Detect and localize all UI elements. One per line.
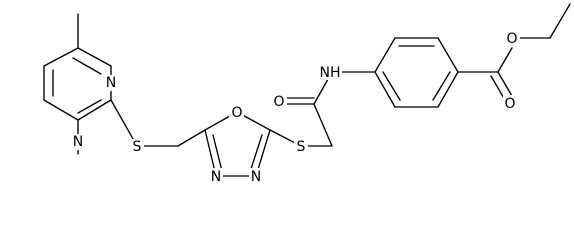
bond bbox=[177, 129, 206, 147]
sulfur-atom-label: S bbox=[133, 139, 142, 155]
atom-label-layer: S N N O N N S O NH O O bbox=[71, 30, 520, 185]
bond bbox=[43, 99, 79, 121]
oxadiazole-nitrogen-label: N bbox=[251, 169, 261, 185]
oxadiazole-nitrogen-label: N bbox=[211, 169, 221, 185]
bond bbox=[437, 71, 459, 108]
bond bbox=[490, 75, 506, 101]
sulfur-atom-label: S bbox=[297, 139, 306, 155]
bond bbox=[497, 71, 513, 97]
bond bbox=[110, 99, 138, 147]
bond-layer bbox=[43, 3, 571, 177]
pyrimidine-nitrogen-label: N bbox=[73, 134, 83, 150]
bond bbox=[382, 71, 401, 101]
bond bbox=[77, 99, 102, 114]
bond bbox=[77, 47, 112, 67]
pyrimidine-nitrogen-label: N bbox=[106, 75, 116, 91]
ester-carbonyl-oxygen-label: O bbox=[504, 96, 515, 112]
bond bbox=[497, 47, 513, 73]
bond bbox=[77, 99, 112, 121]
bond bbox=[249, 134, 263, 173]
bond bbox=[374, 37, 396, 73]
bond bbox=[43, 47, 79, 67]
bond bbox=[313, 103, 333, 147]
amide-nh-label: NH bbox=[320, 65, 341, 81]
ester-ether-oxygen-label: O bbox=[506, 31, 517, 47]
amide-oxygen-label: O bbox=[273, 94, 284, 110]
structure-diagram: S N N O N N S O NH O O bbox=[43, 3, 571, 185]
bond bbox=[212, 134, 223, 172]
oxadiazole-oxygen-label: O bbox=[231, 105, 242, 121]
bond bbox=[549, 3, 571, 39]
bond bbox=[72, 57, 102, 75]
bond bbox=[437, 37, 459, 73]
molecule-drawing: S N N O N N S O NH O O bbox=[43, 3, 571, 185]
bond bbox=[432, 71, 451, 101]
bond bbox=[374, 71, 396, 108]
